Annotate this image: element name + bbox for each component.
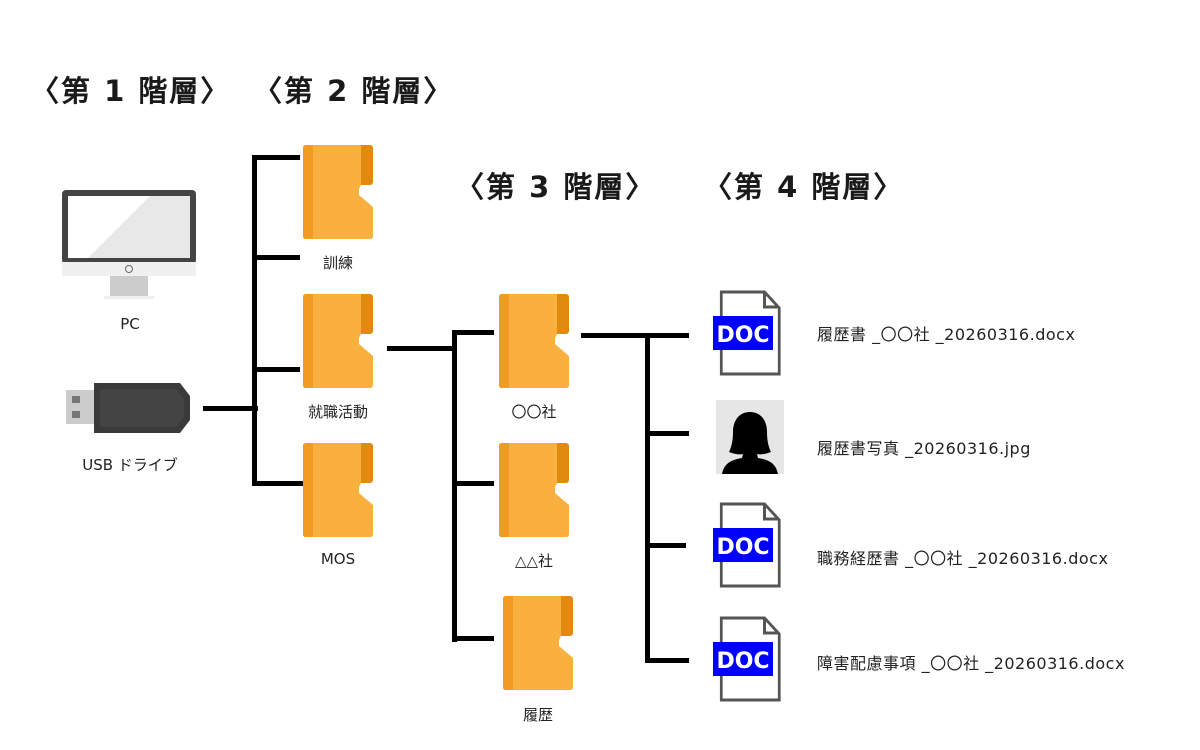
connector-line (203, 406, 258, 411)
connector-line (452, 330, 457, 642)
file-name: 履歴書写真 _20260316.jpg (817, 439, 1031, 458)
doc-badge-text: DOC (716, 323, 769, 348)
folder-label: 訓練 (322, 254, 353, 272)
connector-line (645, 431, 689, 436)
doc-file-icon[interactable]: DOC (713, 502, 781, 588)
usb-drive-icon[interactable] (66, 382, 192, 434)
pc-label: PC (120, 315, 140, 333)
file-name: 履歴書 _〇〇社 _20260316.docx (817, 325, 1076, 344)
connector-line (645, 333, 650, 663)
doc-file-icon[interactable]: DOC (713, 616, 781, 702)
doc-badge-text: DOC (716, 535, 769, 560)
connector-line (581, 333, 689, 338)
folder-icon-training[interactable] (303, 145, 373, 239)
folder-icon-job-hunting[interactable] (303, 294, 373, 388)
heading-level-3: 〈第 3 階層〉 (455, 170, 657, 204)
file-name: 障害配慮事項 _〇〇社 _20260316.docx (817, 654, 1125, 673)
folder-label: 履歴 (522, 706, 553, 724)
folder-icon-company-a[interactable] (499, 294, 569, 388)
folder-icon-company-b[interactable] (499, 443, 569, 537)
folder-label: △△社 (514, 552, 554, 570)
folder-label: 就職活動 (307, 403, 368, 421)
folder-label: 〇〇社 (511, 403, 557, 421)
connector-line (252, 481, 304, 486)
doc-file-icon[interactable]: DOC (713, 290, 781, 376)
doc-badge-text: DOC (716, 649, 769, 674)
photo-person-icon[interactable] (716, 400, 784, 474)
connector-line (252, 155, 300, 160)
connector-line (452, 481, 494, 486)
connector-line (387, 346, 457, 351)
connector-line (452, 330, 494, 335)
usb-label: USB ドライブ (82, 456, 178, 474)
connector-line (645, 658, 689, 663)
pc-monitor-icon[interactable] (60, 188, 198, 300)
connector-line (252, 367, 300, 372)
connector-line (252, 155, 257, 485)
connector-line (645, 543, 686, 548)
heading-level-2: 〈第 2 階層〉 (253, 74, 455, 108)
heading-level-4: 〈第 4 階層〉 (703, 170, 905, 204)
folder-label: MOS (320, 550, 356, 568)
heading-level-1: 〈第 1 階層〉 (30, 74, 232, 108)
file-name: 職務経歴書 _〇〇社 _20260316.docx (817, 549, 1109, 568)
connector-line (452, 636, 494, 641)
folder-icon-mos[interactable] (303, 443, 373, 537)
folder-icon-history[interactable] (503, 596, 573, 690)
connector-line (252, 255, 300, 260)
